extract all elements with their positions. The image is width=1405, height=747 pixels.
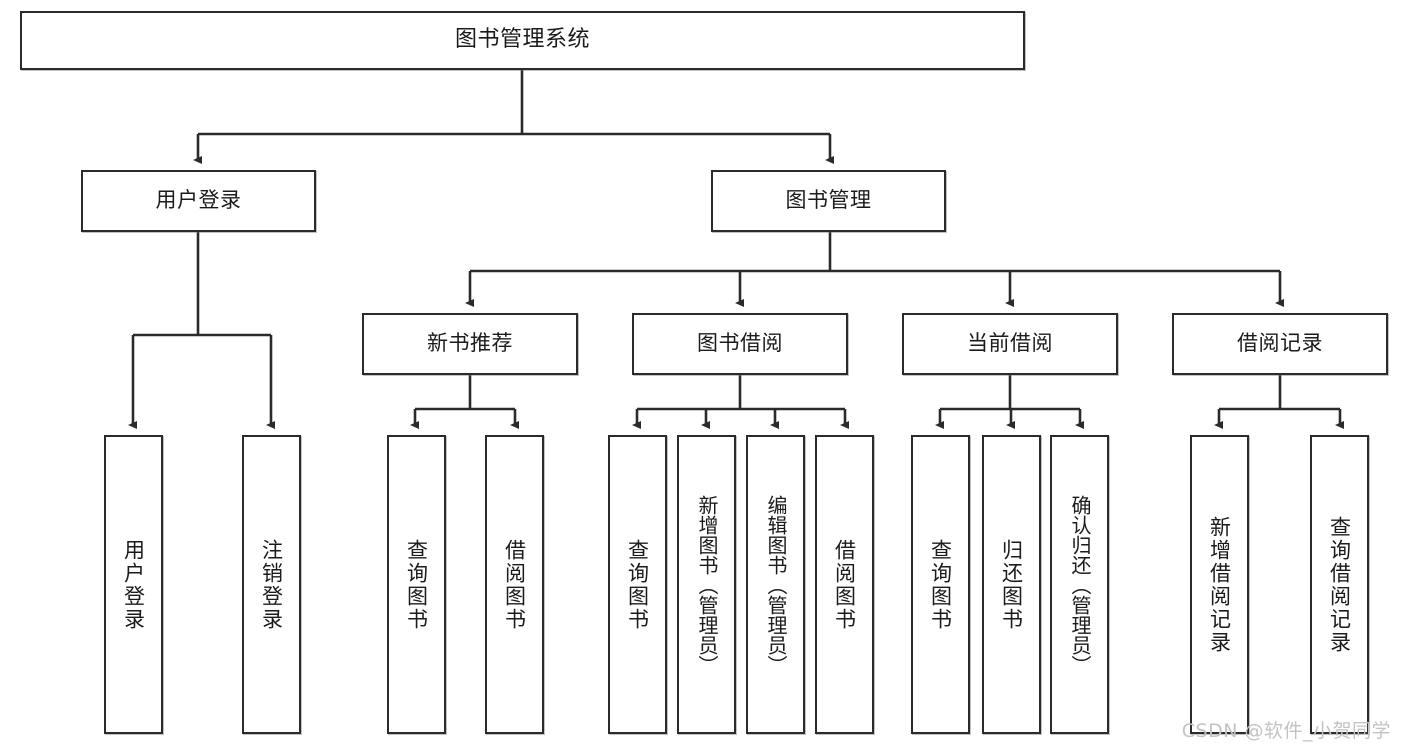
csdn-watermark: CSDN @软件_小贺同学 (1181, 720, 1391, 742)
node-user-login[interactable]: 用户登录 (81, 170, 316, 232)
node-current-borrow[interactable]: 当前借阅 (902, 313, 1118, 375)
node-leaf-query-book-2-label: 查询图书 (625, 538, 650, 631)
node-root-label: 图书管理系统 (454, 27, 590, 53)
node-current-borrow-label: 当前借阅 (967, 331, 1053, 356)
node-leaf-return-book-label: 归还图书 (999, 538, 1024, 631)
node-leaf-query-book-1-label: 查询图书 (404, 538, 429, 631)
node-leaf-user-login[interactable]: 用户登录 (104, 435, 163, 734)
node-leaf-user-login-label: 用户登录 (121, 538, 146, 631)
node-leaf-confirm-return-label: 确认归还（管理员） (1068, 494, 1092, 675)
node-leaf-return-book[interactable]: 归还图书 (982, 435, 1041, 734)
node-borrow-record[interactable]: 借阅记录 (1172, 313, 1388, 375)
node-leaf-edit-book-label: 编辑图书（管理员） (764, 494, 788, 675)
node-user-login-label: 用户登录 (155, 188, 242, 213)
node-leaf-query-book-1[interactable]: 查询图书 (387, 435, 446, 734)
node-book-borrow[interactable]: 图书借阅 (632, 313, 848, 375)
node-leaf-borrow-book-1[interactable]: 借阅图书 (485, 435, 544, 734)
node-leaf-edit-book[interactable]: 编辑图书（管理员） (746, 435, 805, 734)
node-book-manage[interactable]: 图书管理 (711, 170, 946, 232)
node-leaf-borrow-book-2-label: 借阅图书 (832, 538, 857, 631)
node-leaf-query-record-label: 查询借阅记录 (1327, 515, 1352, 654)
node-leaf-add-record-label: 新增借阅记录 (1207, 515, 1232, 654)
node-leaf-add-record[interactable]: 新增借阅记录 (1190, 435, 1249, 734)
node-leaf-borrow-book-2[interactable]: 借阅图书 (815, 435, 874, 734)
node-leaf-logout-label: 注销登录 (259, 538, 284, 631)
node-leaf-add-book[interactable]: 新增图书（管理员） (677, 435, 736, 734)
node-leaf-borrow-book-1-label: 借阅图书 (502, 538, 527, 631)
node-leaf-query-book-3-label: 查询图书 (928, 538, 953, 631)
node-book-manage-label: 图书管理 (785, 188, 872, 213)
node-borrow-record-label: 借阅记录 (1237, 331, 1323, 356)
node-root[interactable]: 图书管理系统 (20, 11, 1025, 70)
node-book-borrow-label: 图书借阅 (697, 331, 783, 356)
node-new-book-recommend-label: 新书推荐 (427, 331, 513, 356)
node-leaf-add-book-label: 新增图书（管理员） (695, 494, 719, 675)
node-new-book-recommend[interactable]: 新书推荐 (362, 313, 578, 375)
node-leaf-query-record[interactable]: 查询借阅记录 (1310, 435, 1369, 734)
node-leaf-confirm-return[interactable]: 确认归还（管理员） (1050, 435, 1109, 734)
node-leaf-query-book-3[interactable]: 查询图书 (911, 435, 970, 734)
node-leaf-logout[interactable]: 注销登录 (242, 435, 301, 734)
node-leaf-query-book-2[interactable]: 查询图书 (608, 435, 667, 734)
